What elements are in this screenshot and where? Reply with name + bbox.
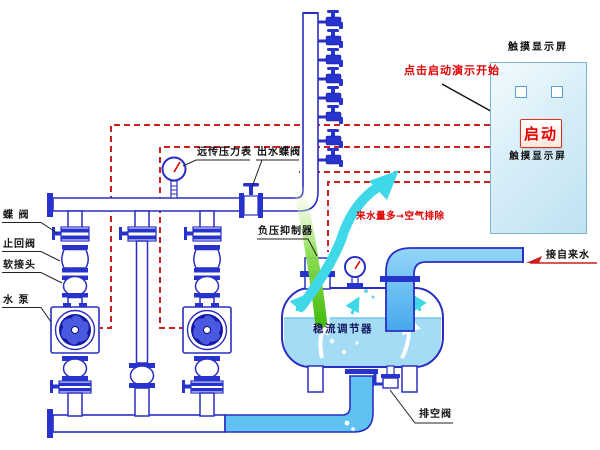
label-drain-valve: 排空阀 (419, 409, 452, 420)
discharge-header-pipe (47, 12, 319, 217)
label-remote-pressure-gauge: 远传压力表 (197, 147, 252, 158)
bypass-column (119, 210, 157, 417)
label-butterfly-valve: 蝶 阀 (3, 210, 30, 221)
label-flow-regulator: 稳流调节器 (313, 323, 373, 335)
panel-title-inner: 触摸显示屏 (509, 151, 567, 162)
tap-water-arrow-icon (526, 256, 597, 264)
label-negative-pressure-suppressor: 负压抑制器 (258, 226, 313, 237)
floor-tap-icons (316, 8, 345, 169)
label-flexible-joint: 软接头 (3, 260, 36, 271)
pump-assembly-1 (49, 210, 100, 417)
label-air-discharge: 来水量多→空气排除 (356, 211, 445, 222)
touch-screen-panel (490, 62, 587, 234)
panel-title-top: 触摸显示屏 (508, 42, 568, 53)
label-tap-water: 接自来水 (546, 250, 590, 261)
outlet-butterfly-valve-icon (239, 183, 263, 218)
start-hint-label: 点击启动演示开始 (404, 64, 500, 77)
start-button[interactable]: 启动 (520, 119, 562, 148)
label-water-pump: 水 泵 (3, 295, 30, 306)
tank-pressure-gauge-icon (344, 256, 366, 287)
tap-water-inlet-pipe (380, 247, 524, 332)
air-release-flow (294, 186, 327, 328)
panel-indicator-1[interactable] (515, 86, 527, 98)
pump-assembly-2 (181, 210, 232, 417)
drain-valve-icon (373, 365, 400, 389)
label-outlet-butterfly-valve: 出水蝶阀 (257, 147, 301, 158)
annotation-leader-lines (2, 159, 453, 424)
remote-pressure-gauge-icon (161, 156, 187, 199)
panel-indicator-2[interactable] (551, 86, 563, 98)
label-check-valve: 止回阀 (3, 239, 36, 250)
air-flow-arrow (296, 170, 399, 312)
